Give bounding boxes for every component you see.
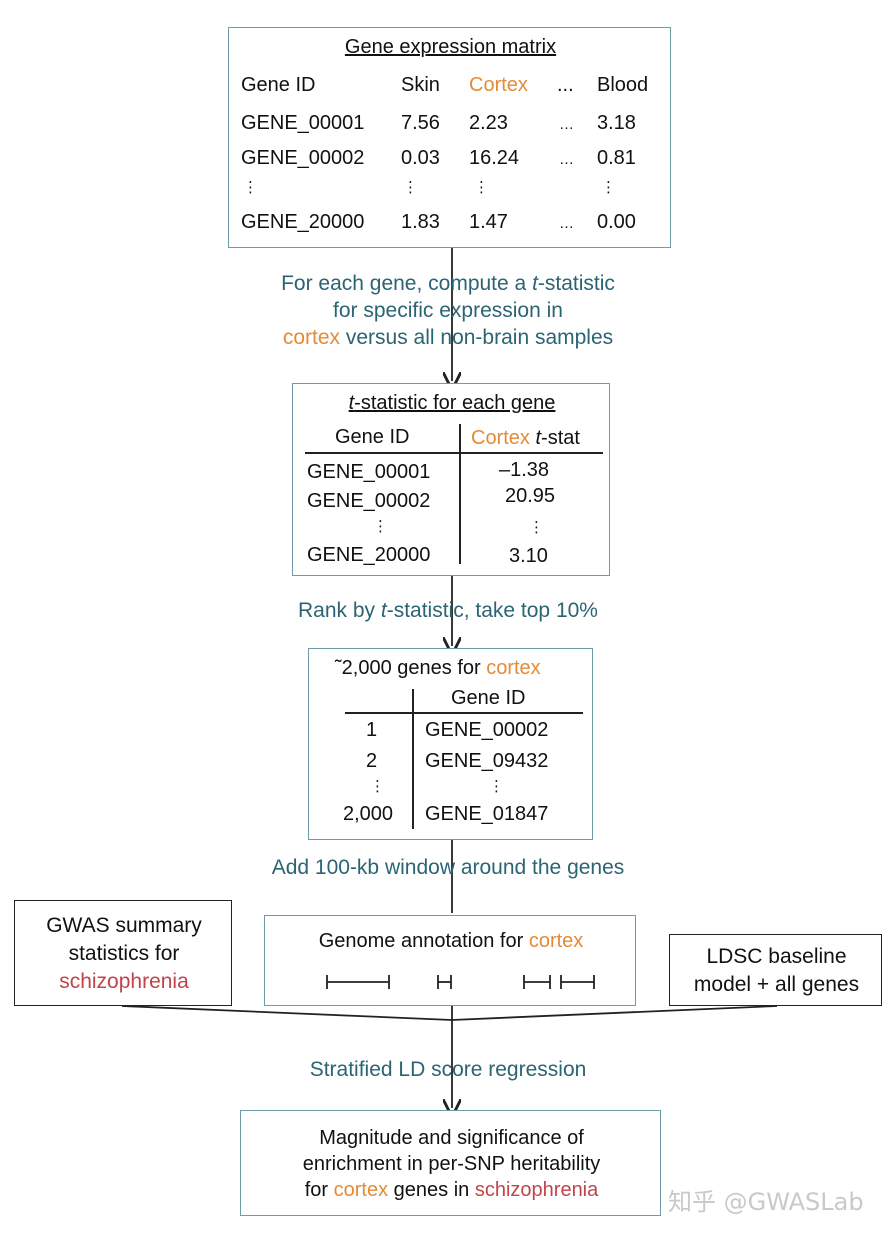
matrix-vdots: ⋮: [243, 179, 258, 196]
matrix-cell: 0.00: [597, 211, 636, 233]
matrix-cell: GENE_00001: [241, 112, 365, 134]
ldsc-box: LDSC baseline model + all genes: [669, 934, 882, 1006]
result-box: Magnitude and significance of enrichment…: [240, 1110, 661, 1216]
matrix-cell: 3.18: [597, 112, 636, 134]
tstat-row-value: –1.38: [499, 459, 550, 481]
matrix-cell: 0.03: [401, 147, 440, 169]
tstat-vdots: ⋮: [529, 519, 544, 536]
matrix-vdots: ⋮: [601, 179, 616, 196]
step-sldsc: Stratified LD score regression: [309, 1058, 587, 1081]
matrix-cell: …: [559, 151, 574, 168]
top-genes-gene: GENE_00002: [425, 719, 549, 741]
top-genes-header-rule: [345, 712, 583, 714]
matrix-cell: 1.47: [469, 211, 508, 233]
matrix-vdots: ⋮: [474, 179, 489, 196]
tstat-row-gene: GENE_00001: [307, 461, 431, 483]
merge-gwas: [121, 1005, 453, 1021]
top-genes-gene: GENE_09432: [425, 750, 549, 772]
step-rank-top: Rank by t-statistic, take top 10%: [298, 599, 598, 622]
matrix-cell: GENE_00002: [241, 147, 365, 169]
tstat-row-value: 3.10: [509, 545, 548, 567]
matrix-vdots: ⋮: [403, 179, 418, 196]
top-genes-gene: GENE_01847: [425, 803, 549, 825]
top-genes-title: ˜2,000 genes for cortex: [335, 657, 541, 679]
watermark-text: 知乎 @GWASLab: [668, 1188, 864, 1216]
matrix-header-blood: Blood: [597, 74, 649, 96]
step-compute-tstat: For each gene, compute a t-statistic for…: [281, 272, 615, 349]
top-genes-rank: 1: [366, 719, 378, 741]
merge-ldsc: [451, 1005, 778, 1021]
matrix-cell: 7.56: [401, 112, 440, 134]
matrix-cell: 1.83: [401, 211, 440, 233]
tstat-row-value: 20.95: [505, 485, 556, 507]
top-genes-column-divider: [412, 689, 414, 829]
matrix-title: Gene expression matrix: [344, 36, 557, 58]
tstat-header-geneid: Gene ID: [335, 426, 410, 448]
result-text: Magnitude and significance of enrichment…: [302, 1127, 601, 1201]
top-genes-vdots: ⋮: [370, 778, 385, 795]
matrix-header-cortex: Cortex: [469, 74, 528, 96]
genome-annotation-box: Genome annotation for cortex: [264, 915, 636, 1006]
expression-matrix-box: Gene expression matrix Gene ID Skin Cort…: [228, 27, 671, 248]
top-genes-vdots: ⋮: [489, 778, 504, 795]
matrix-cell: …: [559, 215, 574, 232]
gwas-box: GWAS summary statistics for schizophreni…: [14, 900, 232, 1006]
gwas-text: GWAS summary statistics for schizophreni…: [46, 914, 202, 993]
tstat-vdots: ⋮: [373, 518, 388, 535]
matrix-cell: …: [559, 116, 574, 133]
tstat-box: t-statistic for each gene Gene ID Cortex…: [292, 383, 610, 576]
top-genes-rank: 2: [366, 750, 378, 772]
matrix-cell: 2.23: [469, 112, 508, 134]
matrix-cell: 0.81: [597, 147, 636, 169]
tstat-row-gene: GENE_20000: [307, 544, 431, 566]
matrix-header-geneid: Gene ID: [241, 74, 316, 96]
tstat-header-cortex-tstat: Cortex t-stat: [471, 427, 580, 449]
tstat-title: t-statistic for each gene: [348, 392, 556, 414]
top-genes-box: ˜2,000 genes for cortex Gene ID 1 GENE_0…: [308, 648, 593, 840]
step-add-window: Add 100-kb window around the genes: [271, 856, 625, 879]
annotation-title: Genome annotation for cortex: [318, 930, 584, 952]
annotation-intervals: [326, 975, 595, 989]
tstat-header-rule: [305, 452, 603, 454]
tstat-column-divider: [459, 424, 461, 564]
matrix-cell: GENE_20000: [241, 211, 365, 233]
matrix-cell: 16.24: [469, 147, 520, 169]
matrix-header-ellipsis: ...: [557, 74, 574, 96]
top-genes-rank: 2,000: [343, 803, 394, 825]
tstat-row-gene: GENE_00002: [307, 490, 431, 512]
top-genes-header-geneid: Gene ID: [451, 687, 526, 709]
matrix-header-skin: Skin: [401, 74, 440, 96]
ldsc-text: LDSC baseline model + all genes: [693, 945, 860, 996]
